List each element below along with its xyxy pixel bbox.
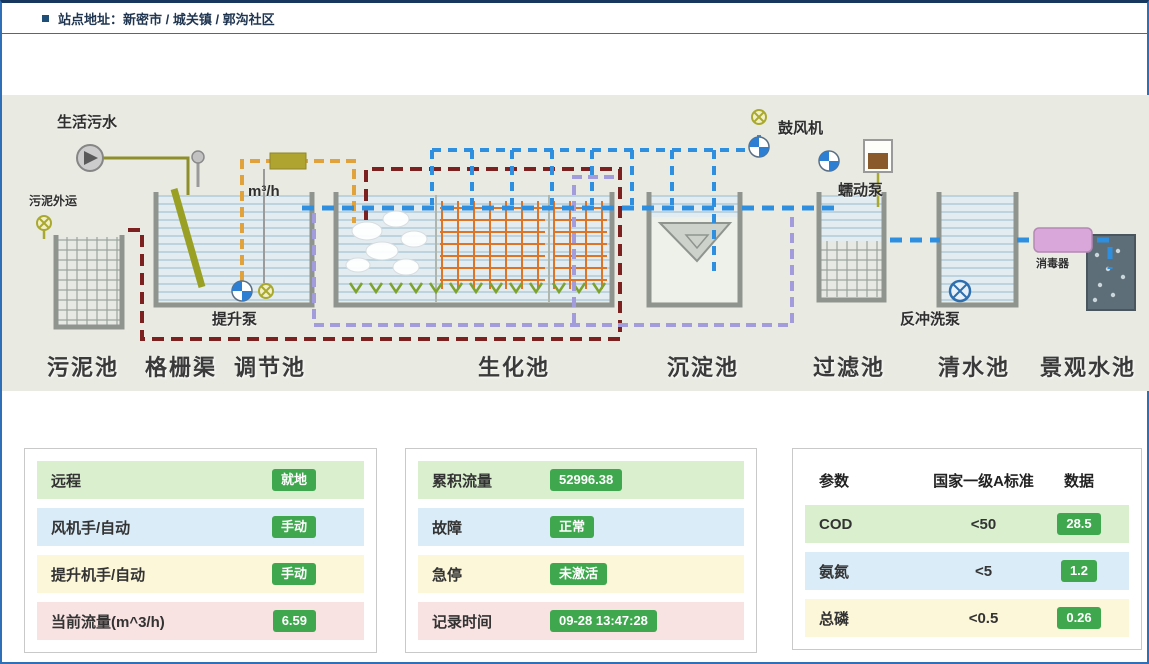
table-row: 故障 正常 (418, 508, 744, 546)
param-name: 氨氮 (819, 563, 850, 581)
table-row: 当前流量(m^3/h) 6.59 (37, 602, 364, 640)
param-standard: <0.5 (968, 609, 999, 627)
inflow-pump-icon (76, 144, 190, 195)
process-diagram: 生活污水 污泥外运 m³/h 提升泵 鼓风机 蠕动泵 反冲洗泵 消毒器 污泥池 … (2, 95, 1149, 391)
inflow-label: 生活污水 (57, 114, 118, 131)
pool-bubbles (1092, 248, 1126, 303)
tank-label-regulation: 调节池 (233, 355, 307, 380)
status-badge: 未激活 (550, 562, 608, 586)
row-label: 故障 (432, 519, 463, 537)
value-badge: 1.2 (1060, 559, 1098, 583)
bio-tank (333, 192, 615, 308)
sludge-out-valve-icon (36, 215, 52, 239)
diagram-canvas (36, 109, 1136, 341)
table-row: 总磷 <0.5 0.26 (805, 599, 1129, 637)
param-standard: <50 (970, 515, 997, 533)
table-row: 累积流量 52996.38 (418, 461, 744, 499)
site-breadcrumb[interactable]: 站点地址：新密市 / 城关镇 / 郭沟社区 (58, 11, 275, 27)
row-label: 急停 (432, 566, 463, 584)
sludge-out-label: 污泥外运 (29, 194, 78, 208)
landscape-pool (1086, 234, 1136, 311)
site-bullet-icon (42, 14, 49, 22)
param-name: COD (819, 515, 853, 533)
aeration-bubbles (345, 210, 428, 276)
status-panel: 累积流量 52996.38 故障 正常 急停 未激活 记录时间 09-28 13… (405, 448, 757, 653)
tank-label-clear-water: 清水池 (937, 355, 1011, 380)
table-row: 风机手/自动 手动 (37, 508, 364, 546)
status-badge: 手动 (271, 515, 316, 539)
recirculation-pipe (312, 175, 794, 327)
row-label: 累积流量 (432, 472, 493, 490)
sludge-tank (53, 235, 125, 330)
tank-label-grid: 格栅渠 (144, 355, 218, 380)
sludge-return-pipe (128, 167, 622, 341)
table-row: 记录时间 09-28 13:47:28 (418, 602, 744, 640)
flow-meter-icon (269, 152, 307, 170)
column-header-standard: 国家一级A标准 (933, 472, 1034, 490)
table-row: 氨氮 <5 1.2 (805, 552, 1129, 590)
lift-pump-label: 提升泵 (212, 311, 258, 328)
table-row: 远程 就地 (37, 461, 364, 499)
param-standard: <5 (974, 562, 993, 580)
tank-label-landscape: 景观水池 (1039, 355, 1137, 380)
row-label: 提升机手/自动 (51, 566, 146, 584)
backwash-pump-icon (948, 279, 972, 303)
tank-label-filter: 过滤池 (812, 355, 886, 380)
tank-label-bio: 生化池 (477, 355, 551, 380)
flow-meter-label: m³/h (248, 183, 280, 200)
tank-label-sedimentation: 沉淀池 (666, 355, 740, 380)
table-row: 提升机手/自动 手动 (37, 555, 364, 593)
blower-label: 鼓风机 (778, 120, 824, 137)
row-label: 记录时间 (432, 613, 493, 631)
backwash-pump-label: 反冲洗泵 (900, 311, 961, 328)
disinfector-icon (1033, 227, 1093, 253)
diffuser-icons (348, 282, 544, 295)
disinfector-label: 消毒器 (1036, 258, 1069, 270)
status-badge: 正常 (550, 515, 595, 539)
regulation-tank (153, 150, 315, 308)
control-panel: 远程 就地 风机手/自动 手动 提升机手/自动 手动 当前流量(m^3/h) 6… (24, 448, 377, 653)
timestamp-badge: 09-28 13:47:28 (550, 609, 657, 633)
table-row: COD <50 28.5 (805, 505, 1129, 543)
column-header-param: 参数 (819, 472, 850, 490)
table-header-row: 参数 国家一级A标准 数据 (805, 461, 1129, 499)
value-badge: 52996.38 (550, 468, 623, 492)
peristaltic-pump-label: 蠕动泵 (838, 182, 884, 199)
value-badge: 6.59 (272, 609, 316, 633)
row-label: 远程 (51, 472, 82, 490)
status-badge: 就地 (271, 468, 316, 492)
peristaltic-pump-icon (863, 139, 893, 207)
header-bar: 站点地址：新密市 / 城关镇 / 郭沟社区 (2, 3, 1147, 34)
tank-label-sludge: 污泥池 (46, 355, 120, 380)
status-badge: 手动 (271, 562, 316, 586)
value-badge: 28.5 (1057, 512, 1101, 536)
value-badge: 0.26 (1057, 606, 1101, 630)
filter-tank (816, 192, 887, 303)
column-header-data: 数据 (1063, 472, 1094, 490)
sedimentation-tank (646, 192, 743, 308)
table-row: 急停 未激活 (418, 555, 744, 593)
row-label: 当前流量(m^3/h) (51, 613, 165, 631)
row-label: 风机手/自动 (51, 519, 131, 537)
param-name: 总磷 (819, 610, 850, 628)
quality-panel: 参数 国家一级A标准 数据 COD <50 28.5 氨氮 <5 1.2 总磷 … (792, 448, 1142, 650)
